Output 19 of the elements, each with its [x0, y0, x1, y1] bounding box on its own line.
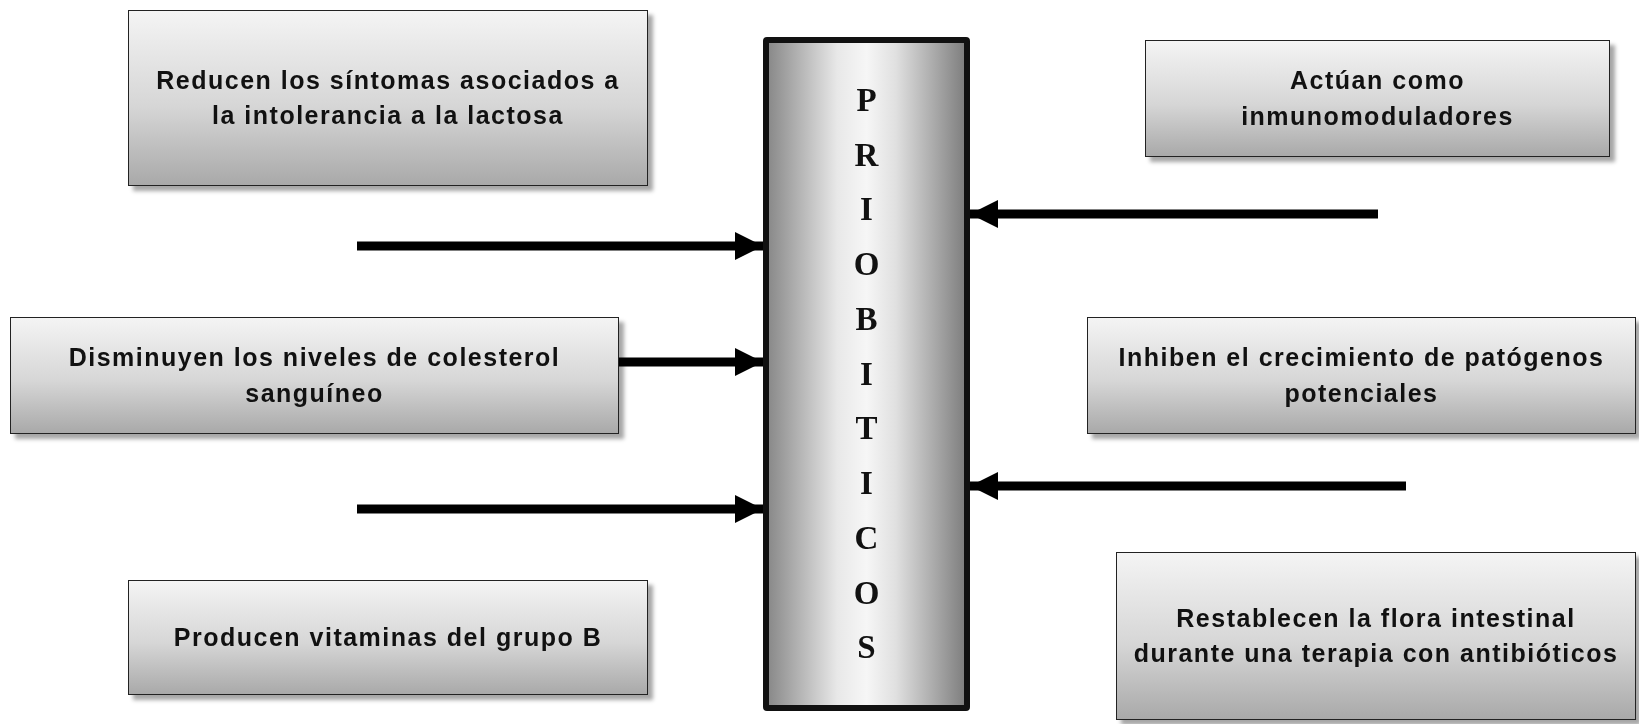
- text-box: [128, 10, 648, 186]
- arrow: [357, 495, 763, 523]
- central-box: [763, 37, 970, 711]
- box-text: Producen vitaminas del grupo B: [173, 621, 603, 653]
- box-text: Disminuyen los niveles de colesterol sanguíneo: [67, 342, 562, 409]
- arrow: [970, 472, 1406, 500]
- box-text: Restablecen la flora intestinal durante una terapia con antibióticos: [1132, 602, 1620, 669]
- box-text: Inhiben el crecimiento de patógenos potenciales: [1117, 342, 1606, 409]
- text-box: [1145, 40, 1610, 157]
- vertical-title: PRIOBITICOS: [852, 80, 881, 668]
- text-box: [1116, 552, 1636, 720]
- arrow: [357, 232, 763, 260]
- arrow: [619, 348, 763, 376]
- text-box: [128, 580, 648, 695]
- box-text: Reducen los síntomas asociados a la intolerancia a la lactosa: [155, 64, 621, 131]
- box-text: Actúan como inmunomoduladores: [1240, 65, 1515, 132]
- text-box: [10, 317, 619, 434]
- arrow: [970, 200, 1378, 228]
- text-box: [1087, 317, 1636, 434]
